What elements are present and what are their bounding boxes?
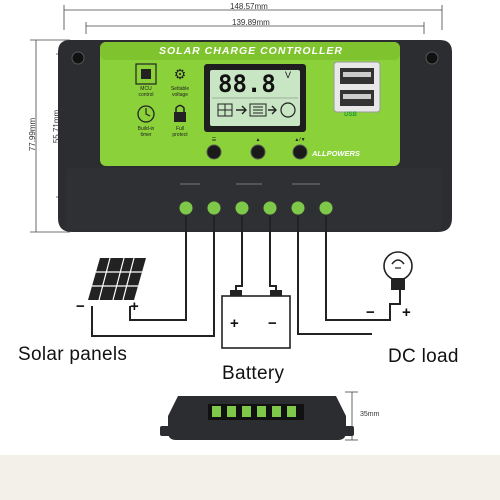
solar-panels-label: Solar panels [18, 344, 128, 365]
battery-minus: − [268, 315, 277, 332]
svg-text:☰: ☰ [212, 137, 217, 143]
brand-label: ALLPOWERS [312, 149, 360, 158]
dim-total-width: 148.57mm [230, 2, 268, 11]
terminal-screws [178, 200, 334, 216]
dim-depth: 35mm [360, 411, 380, 418]
dc-load-label: DC load [388, 346, 459, 367]
controller-body: ⚙ ☰ ▲ ▲/▼ [58, 40, 452, 232]
dim-inner-width: 139.89mm [232, 18, 270, 27]
lcd-reading: 88.8 [218, 70, 276, 98]
dim-inner-height: 55.71mm [52, 109, 62, 144]
svg-text:▲: ▲ [256, 137, 261, 143]
load-minus: − [366, 304, 375, 321]
lcd-bulb-icon [280, 102, 296, 118]
solar-plus: + [130, 298, 139, 315]
lcd-unit: V [285, 70, 292, 80]
control-buttons: ☰ ▲ ▲/▼ [206, 137, 308, 160]
solar-panel-icon [88, 257, 146, 301]
solar-minus: − [76, 298, 85, 315]
svg-text:▲/▼: ▲/▼ [294, 137, 305, 143]
usb-label: USB [344, 112, 357, 118]
lcd-panel-icon [217, 103, 233, 117]
dim-total-height: 77.99mm [28, 117, 38, 152]
battery-label: Battery [222, 363, 285, 384]
gear-icon: ⚙ [174, 66, 187, 82]
load-plus: + [402, 304, 411, 321]
side-view [160, 396, 354, 440]
bulb-icon [383, 251, 413, 290]
controller-title: SOLAR CHARGE CONTROLLER [159, 45, 343, 57]
feature-icons: ⚙ [135, 63, 187, 123]
battery-icon [221, 290, 291, 349]
usb-ports [333, 61, 381, 113]
battery-plus: + [230, 315, 239, 332]
lcd-battery-icon [249, 103, 267, 117]
